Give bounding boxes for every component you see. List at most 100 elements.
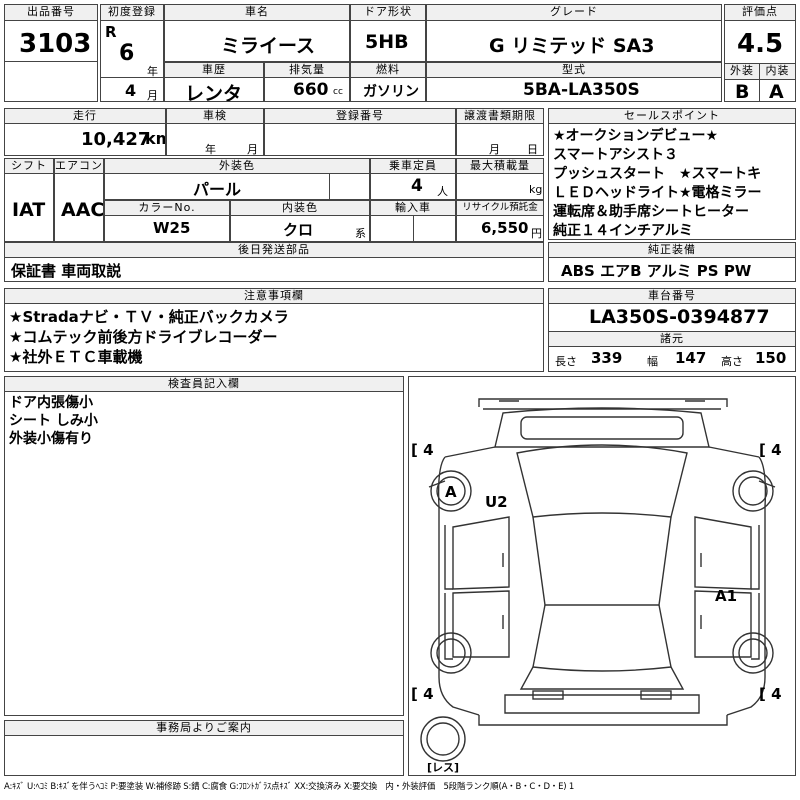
color-no-box: カラーNo. W25	[104, 200, 230, 242]
era: R	[105, 23, 117, 41]
inspector-line: シート しみ小	[9, 413, 98, 429]
mileage-label: 走行	[5, 109, 165, 124]
max-load-unit: kg	[529, 183, 543, 196]
notes-label: 注意事項欄	[5, 289, 543, 304]
score-box: 評価点 4.5 外装 内装 B A	[724, 4, 796, 102]
length: 339	[591, 349, 623, 367]
sales-line: 運転席＆助手席シートヒーター	[553, 204, 749, 220]
history-box: 車歴 レンタ	[164, 62, 264, 102]
capacity-box: 乗車定員 4 人	[370, 158, 456, 200]
spare-tire-note: [レス]	[427, 761, 460, 774]
max-load-box: 最大積載量 kg	[456, 158, 544, 200]
int-color-label: 内装色	[231, 201, 369, 216]
transfer-day-unit: 日	[527, 143, 538, 156]
legend: A:ｷｽﾞ U:ﾍｺﾐ B:ｷｽﾞを伴うﾍｺﾐ P:要塗装 W:補修跡 S:錆 …	[4, 782, 575, 792]
note-line: ★社外ＥＴＣ車載機	[9, 348, 143, 366]
equipment: ABS エアB アルミ PS PW	[561, 262, 752, 280]
damage-mark-a1: A1	[715, 587, 738, 605]
exterior-grade: B	[735, 81, 750, 102]
inspector-label: 検査員記入欄	[5, 377, 403, 392]
color-no: W25	[153, 219, 191, 237]
chassis-label: 車台番号	[549, 289, 795, 304]
sales-line: プッシュスタート ★スマートキ	[553, 166, 762, 182]
interior-grade: A	[769, 81, 784, 102]
import-box: 輸入車	[370, 200, 456, 242]
ac-label: エアコン	[55, 159, 103, 174]
sales-box: セールスポイント ★オークションデビュー★ スマートアシスト３ プッシュスタート…	[548, 108, 796, 240]
recycle-label: リサイクル預託金	[457, 201, 543, 216]
inspection-label: 車検	[167, 109, 263, 124]
month-unit: 月	[147, 89, 158, 102]
ac: AAC	[61, 199, 104, 221]
ext-color-box: 外装色 パール	[104, 158, 370, 200]
damage-mark-a: A	[445, 483, 457, 501]
sales-line: 純正１４インチアルミ	[553, 223, 693, 239]
displacement-unit: cc	[333, 87, 343, 97]
car-diagram: [ 4 [ 4 [ 4 [ 4 A U2 A1 [レス]	[408, 376, 796, 776]
chassis-box: 車台番号 LA350S-0394877 諸元 長さ 339 幅 147 高さ 1…	[548, 288, 796, 372]
exterior-label: 外装	[725, 63, 760, 80]
first-reg-month: 4	[125, 81, 137, 100]
history-label: 車歴	[165, 63, 263, 78]
model-code: 5BA-LA350S	[523, 80, 640, 100]
tire-tread-rear-right: [ 4	[759, 685, 782, 703]
grade-box: グレード G リミテッド SA3	[426, 4, 722, 62]
door-type: 5HB	[365, 31, 409, 53]
lot-label: 出品番号	[5, 5, 97, 21]
displacement-box: 排気量 660 cc	[264, 62, 350, 102]
height: 150	[755, 349, 787, 367]
inspector-box: 検査員記入欄 ドア内張傷小 シート しみ小 外装小傷有り	[4, 376, 404, 716]
lot-box: 出品番号 3103	[4, 4, 98, 102]
fuel-label: 燃料	[351, 63, 425, 78]
tire-tread-front-right: [ 4	[759, 441, 782, 459]
mileage: 10,427	[81, 129, 151, 150]
recycle-unit: 円	[531, 227, 542, 240]
car-name: ミライース	[221, 35, 316, 57]
reg-no-label: 登録番号	[265, 109, 455, 124]
sales-line: ★オークションデビュー★	[553, 128, 719, 144]
shift: IAT	[12, 199, 46, 221]
history: レンタ	[185, 83, 243, 102]
model-code-label: 型式	[427, 63, 721, 78]
later-parts-box: 後日発送部品 保証書 車両取説	[4, 242, 544, 282]
capacity-label: 乗車定員	[371, 159, 455, 174]
tire-tread-rear-left: [ 4	[411, 685, 434, 703]
max-load-label: 最大積載量	[457, 159, 543, 174]
equipment-label: 純正装備	[549, 243, 795, 258]
int-color-box: 内装色 クロ 系	[230, 200, 370, 242]
grade-label: グレード	[427, 5, 721, 21]
capacity: 4	[411, 176, 423, 196]
recycle: 6,550	[481, 219, 529, 237]
recycle-box: リサイクル預託金 6,550 円	[456, 200, 544, 242]
note-line: ★コムテック前後方ドライブレコーダー	[9, 328, 278, 346]
later-parts-label: 後日発送部品	[5, 243, 543, 258]
shift-label: シフト	[5, 159, 53, 174]
interior-label: 内装	[759, 63, 795, 80]
office-box: 事務局よりご案内	[4, 720, 404, 776]
car-outline	[420, 398, 776, 762]
inspection-year-unit: 年	[205, 143, 216, 156]
transfer-month-unit: 月	[489, 143, 500, 156]
car-name-label: 車名	[165, 5, 349, 21]
sales-line: スマートアシスト３	[553, 147, 679, 163]
tire-tread-front-left: [ 4	[411, 441, 434, 459]
sales-label: セールスポイント	[549, 109, 795, 124]
inspection-month-unit: 月	[247, 143, 258, 156]
note-line: ★Stradaナビ・ＴＶ・純正バックカメラ	[9, 308, 289, 326]
grade: G リミテッド SA3	[489, 35, 655, 57]
capacity-unit: 人	[437, 185, 448, 198]
length-label: 長さ	[555, 355, 577, 368]
ext-color-label: 外装色	[105, 159, 369, 174]
damage-mark-u2: U2	[485, 493, 508, 511]
ext-color: パール	[193, 180, 242, 199]
score: 4.5	[737, 29, 784, 59]
fuel-box: 燃料 ガソリン	[350, 62, 426, 102]
year-unit: 年	[147, 65, 158, 78]
displacement-label: 排気量	[265, 63, 349, 78]
lot-number: 3103	[19, 29, 92, 59]
notes-box: 注意事項欄 ★Stradaナビ・ＴＶ・純正バックカメラ ★コムテック前後方ドライ…	[4, 288, 544, 372]
int-color-unit: 系	[355, 227, 366, 240]
int-color: クロ	[283, 221, 314, 239]
model-code-box: 型式 5BA-LA350S	[426, 62, 722, 102]
inspection-box: 車検 年 月	[166, 108, 264, 156]
